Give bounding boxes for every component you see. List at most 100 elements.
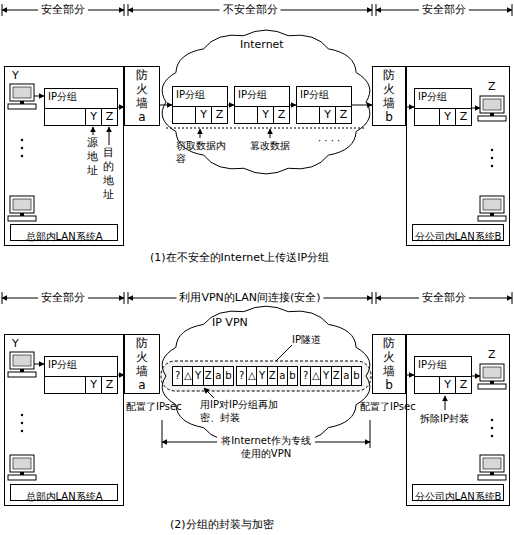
computer-symbol bbox=[478, 196, 506, 221]
pointer-arrow bbox=[270, 129, 271, 138]
ellipsis-dot bbox=[491, 165, 493, 167]
callout-note: 用IP对IP分组再加密、封装 bbox=[200, 398, 284, 424]
flow-arrow bbox=[118, 107, 124, 108]
packet-payload-cell bbox=[415, 377, 439, 393]
wire bbox=[34, 364, 44, 365]
system-name: 总部内LAN系统A bbox=[26, 231, 103, 242]
computer-symbol bbox=[8, 196, 36, 221]
address-cell: Z bbox=[455, 109, 471, 125]
zone-tick bbox=[2, 4, 3, 16]
fw-node: 防火墙 b bbox=[372, 66, 406, 126]
zone-tick bbox=[128, 292, 129, 304]
screen bbox=[13, 87, 31, 98]
ellipsis-dot bbox=[491, 427, 493, 429]
monitor bbox=[480, 96, 504, 113]
packet-title: IP分组 bbox=[235, 87, 289, 101]
wire bbox=[472, 108, 480, 109]
cloud-shape bbox=[162, 306, 370, 446]
encrypted-cell: Y bbox=[192, 367, 202, 385]
address-cell: Y bbox=[257, 107, 273, 123]
ellipsis-dot bbox=[21, 147, 23, 149]
system-name: 分公司内LAN系统B bbox=[415, 491, 502, 502]
computer-symbol bbox=[478, 364, 506, 389]
enc-node: ?△YZab bbox=[172, 366, 234, 386]
packet-payload-cell bbox=[45, 377, 85, 393]
pointer-arrow bbox=[445, 396, 446, 410]
packet-payload-cell bbox=[415, 109, 439, 125]
flow-arrow bbox=[160, 105, 172, 106]
firewall-name: 防火墙 b bbox=[383, 68, 396, 124]
screen bbox=[483, 458, 501, 469]
packet-payload-cell bbox=[45, 109, 85, 125]
packet-header-row: YZ bbox=[173, 106, 227, 123]
callout-note: 拆除IP封装 bbox=[420, 412, 469, 425]
address-cell: Z bbox=[335, 107, 351, 123]
leader-line bbox=[276, 345, 292, 361]
field-note: 源地址 bbox=[87, 136, 99, 178]
zone-label: 安全部分 bbox=[38, 3, 88, 17]
callout-note: IP隧道 bbox=[292, 333, 321, 346]
packet-title: IP分组 bbox=[173, 87, 227, 101]
monitor bbox=[480, 196, 504, 213]
address-cell: Y bbox=[319, 107, 335, 123]
threat-note: 篡改数据 bbox=[250, 139, 290, 152]
monitor bbox=[10, 455, 34, 472]
packet-header-row: YZ bbox=[297, 106, 351, 123]
encrypted-cell: b bbox=[351, 367, 361, 385]
packet-header-row: YZ bbox=[45, 376, 117, 393]
ellipsis-dot bbox=[21, 139, 23, 141]
screen bbox=[483, 367, 501, 378]
dotted-route bbox=[166, 128, 366, 129]
encrypted-cell: △ bbox=[246, 367, 256, 385]
encrypted-cell: a bbox=[341, 367, 351, 385]
system-name: 分公司内LAN系统B bbox=[415, 231, 502, 242]
flow-arrow bbox=[290, 105, 296, 106]
flow-arrow bbox=[228, 105, 234, 106]
zone-tick bbox=[124, 292, 125, 304]
system-name: 总部内LAN系统A bbox=[26, 491, 103, 502]
span-tick bbox=[162, 420, 163, 448]
cloud-node: IP VPN?△YZab?△YZab?△YZab bbox=[158, 302, 374, 450]
flow-arrow bbox=[118, 375, 124, 376]
threat-note: 窃取数据内容 bbox=[176, 139, 226, 165]
wire bbox=[34, 96, 44, 97]
ellipsis-dot bbox=[491, 419, 493, 421]
encrypted-cell: Z bbox=[331, 367, 341, 385]
encrypted-cell: Z bbox=[203, 367, 213, 385]
monitor bbox=[480, 455, 504, 472]
system-name-bar: 分公司内LAN系统B bbox=[412, 224, 504, 241]
system-name-bar: 总部内LAN系统A bbox=[10, 484, 118, 501]
pkt-node: IP分组YZ bbox=[44, 356, 118, 394]
computer-symbol bbox=[8, 84, 36, 109]
keyboard bbox=[478, 475, 506, 480]
encrypted-cell: ? bbox=[301, 367, 310, 385]
pkt-node: IP分组YZ bbox=[414, 88, 472, 126]
encrypted-cell: ? bbox=[173, 367, 182, 385]
zone-tick bbox=[128, 4, 129, 16]
firewall-name: 防火墙 b bbox=[383, 336, 396, 392]
cloud-shape bbox=[162, 30, 370, 174]
screen bbox=[13, 458, 31, 469]
keyboard bbox=[478, 116, 506, 121]
packet-title: IP分组 bbox=[297, 87, 351, 101]
system-name-bar: 总部内LAN系统A bbox=[10, 224, 118, 241]
packet-title: IP分组 bbox=[415, 89, 471, 103]
computer-symbol bbox=[8, 455, 36, 480]
fw-node: 防火墙 a bbox=[124, 66, 160, 126]
enc-node: ?△YZab bbox=[300, 366, 362, 386]
packet-title: IP分组 bbox=[415, 357, 471, 371]
flow-arrow bbox=[406, 375, 414, 376]
screen bbox=[13, 355, 31, 366]
packet-payload-cell bbox=[297, 107, 319, 123]
ellipsis-dot bbox=[491, 435, 493, 437]
network-name: IP VPN bbox=[212, 316, 248, 329]
monitor bbox=[480, 364, 504, 381]
host-label: Y bbox=[12, 69, 19, 83]
zone-tick bbox=[376, 292, 377, 304]
pointer-arrow bbox=[93, 127, 94, 135]
encrypted-cell: b bbox=[287, 367, 297, 385]
zone-tick bbox=[372, 4, 373, 16]
firewall-name: 防火墙 a bbox=[136, 68, 149, 124]
packet-payload-cell bbox=[235, 107, 257, 123]
